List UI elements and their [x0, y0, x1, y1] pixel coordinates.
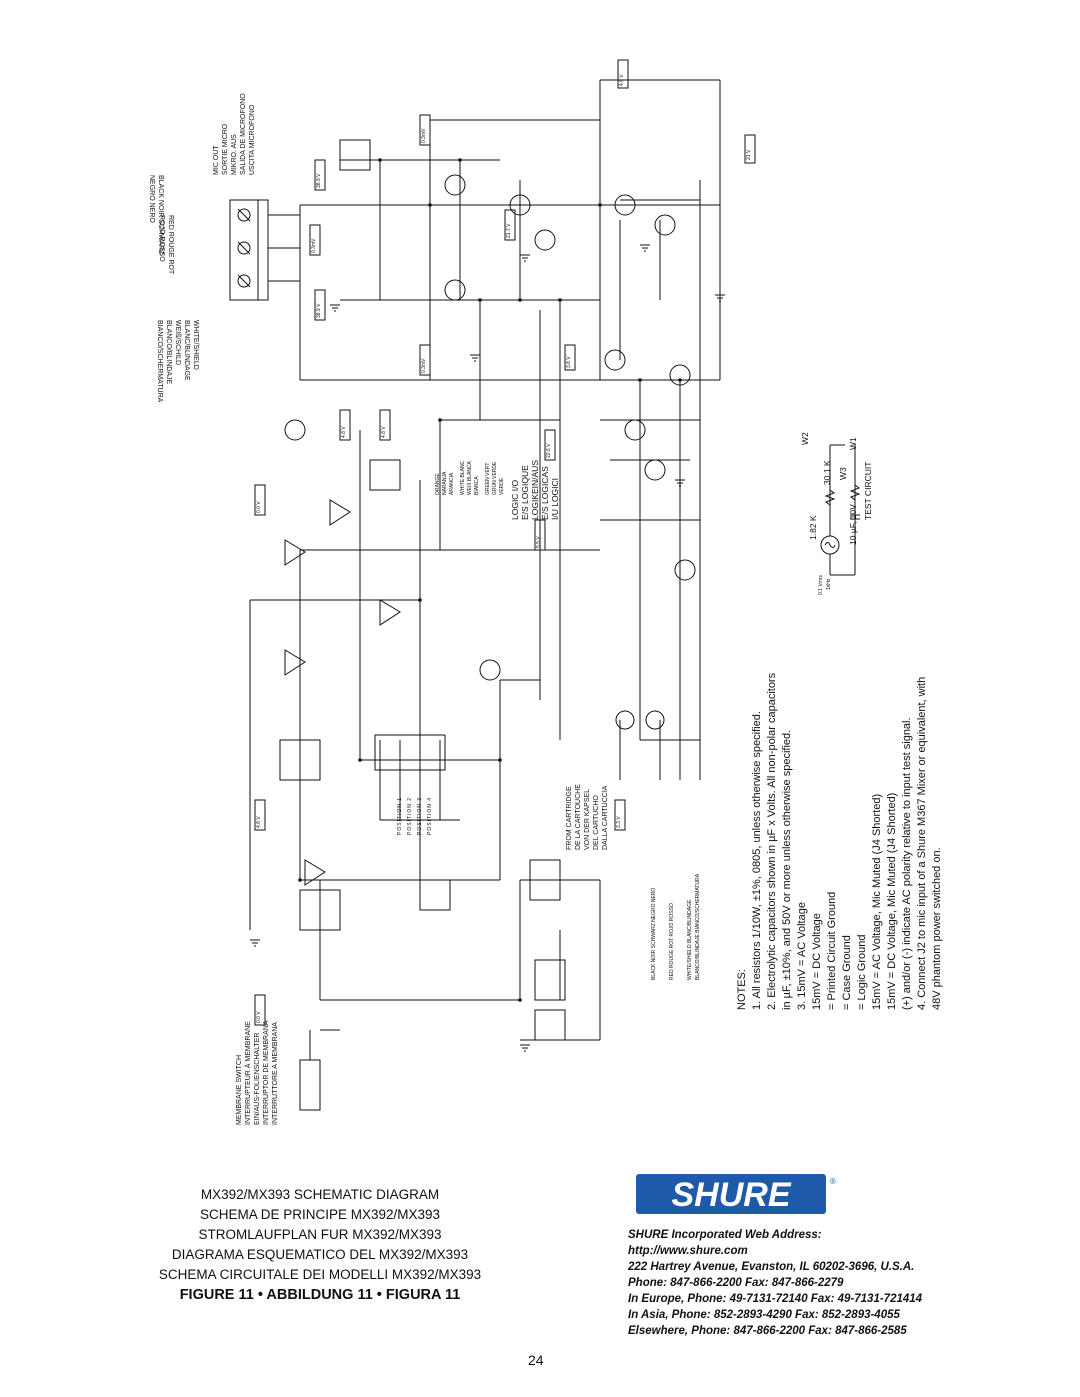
w3-label: W3	[838, 467, 848, 480]
contact-line: In Asia, Phone: 852-2893-4290 Fax: 852-2…	[628, 1309, 900, 1321]
notes-block: NOTES: 1. All resistors 1/10W, ±1%, 0805…	[735, 570, 945, 1010]
voltage-label: 0.3mV	[421, 128, 427, 143]
note-line: = Printed Circuit Ground	[826, 891, 838, 1010]
output-wire-labels: WHITE/SHIELD BLANC/BLINDAGE WEIß/SCHILD …	[156, 320, 199, 403]
title-block: MX392/MX393 SCHEMATIC DIAGRAM SCHEMA DE …	[150, 1185, 490, 1303]
note-line: 4. Connect J2 to mic input of a Shure M3…	[916, 676, 928, 1010]
mic-out-label: MIC OUT SORTIE MICRO MIKRO. AUS SALIDA D…	[213, 93, 256, 175]
voltage-label: 5.5 V	[536, 536, 542, 548]
registered-mark: ®	[830, 1177, 836, 1186]
voltage-label: 4.6 V	[619, 74, 625, 86]
led-color-labels: ORANGE NARANJA ARANCIA WHITE BLANC WEIß …	[435, 460, 505, 495]
voltage-label: 3.3 V	[616, 816, 622, 828]
test-circuit-title: TEST CIRCUIT	[863, 461, 873, 520]
contact-line: SHURE Incorporated Web Address: http://w…	[628, 1229, 822, 1257]
figure-caption: FIGURE 11 • ABBILDUNG 11 • FIGURA 11	[179, 1287, 461, 1303]
title-line: DIAGRAMA ESQUEMATICO DEL MX392/MX393	[171, 1247, 469, 1262]
note-line: 2. Electrolytic capacitors shown in µF x…	[766, 672, 778, 1010]
w2-label: W2	[800, 432, 810, 445]
logic-io-label: LOGIC I/O E/S LOGIQUE LOGIKEIN/AUS E/S L…	[510, 460, 560, 520]
note-line: = Case Ground	[841, 935, 853, 1010]
contact-line: 222 Hartrey Avenue, Evanston, IL 60202-3…	[628, 1261, 915, 1273]
voltage-label: 22.6 V	[546, 443, 552, 458]
note-line: 15mV = AC Voltage, Mic Muted (J4 Shorted…	[871, 793, 883, 1010]
voltage-label: 0.0 V	[256, 1011, 262, 1023]
contact-line: Elsewhere, Phone: 847-866-2200 Fax: 847-…	[628, 1325, 907, 1337]
voltage-label: 4.8 V	[341, 426, 347, 438]
membrane-switch-label: MEMBRANE SWITCH INTERRUPTEUR À MEMBRANE …	[236, 1020, 279, 1126]
note-line: 3. 15mV = AC Voltage	[796, 902, 808, 1010]
note-line: 15mV = DC Voltage, Mic Muted (J4 Shorted…	[886, 792, 898, 1010]
voltage-label: 0.3mV	[311, 238, 317, 253]
note-line: 48V phantom power switched on.	[931, 847, 943, 1010]
logo-text: SHURE	[671, 1176, 791, 1214]
position-labels: POSITION 1 POSITION 2 POSITION 3 POSITIO…	[397, 796, 433, 835]
voltage-label: 4.8 V	[256, 816, 262, 828]
voltage-label: 21 V	[746, 149, 752, 160]
contact-line: In Europe, Phone: 49-7131-72140 Fax: 49-…	[628, 1293, 923, 1305]
notes-heading: NOTES:	[736, 969, 748, 1010]
brand-block: SHURE ® SHURE Incorporated Web Address: …	[628, 1172, 928, 1339]
voltage-label: 4.8 V	[381, 426, 387, 438]
voltage-label: 0.0 V	[256, 501, 262, 513]
note-line: = Logic Ground	[856, 934, 868, 1010]
cartridge-wire-labels: BLACK NOIR SCHWARZ NEGRO NERO RED ROUGE …	[651, 873, 701, 980]
voltage-label: 3.8 V	[566, 356, 572, 368]
title-line: SCHEMA CIRCUITALE DEI MODELLI MX392/MX39…	[158, 1267, 482, 1282]
note-line: in µF, ±10%, and 50V or more unless othe…	[781, 729, 793, 1010]
cartridge-label: FROM CARTRIDGE DE LA CARTOUCHE VON DER K…	[566, 784, 609, 850]
page-number: 24	[528, 1352, 544, 1368]
schematic-diagram: MIC OUT SORTIE MICRO MIKRO. AUS SALIDA D…	[148, 59, 873, 1126]
shure-logo: SHURE ®	[636, 1174, 836, 1214]
resistor-value-2: 1.82 K	[808, 515, 818, 540]
title-line: STROMLAUFPLAN FUR MX392/MX393	[198, 1227, 442, 1242]
logo-background	[636, 1174, 826, 1214]
schematic-wiring	[229, 59, 861, 1111]
contact-info: SHURE Incorporated Web Address: http://w…	[628, 1227, 928, 1339]
note-line: (+) and/or (-) indicate AC polarity rela…	[901, 717, 913, 1010]
black-wire-label: BLACK NOIR SCHWARZ NEGRO NERO	[148, 175, 164, 255]
voltage-label: 21.7 V	[506, 223, 512, 238]
note-line: 1. All resistors 1/10W, ±1%, 0805, unles…	[751, 711, 763, 1010]
title-line: SCHEMA DE PRINCIPE MX392/MX393	[199, 1207, 441, 1222]
w1-label: W1	[848, 437, 858, 450]
title-line: MX392/MX393 SCHEMATIC DIAGRAM	[200, 1187, 440, 1202]
voltage-label: 0.3mV	[421, 358, 427, 373]
resistor-value-1: 30.1 K	[822, 460, 832, 485]
capacitor-value: 10 µF, 10V	[848, 504, 858, 545]
note-line: 15mV = DC Voltage	[811, 913, 823, 1010]
contact-line: Phone: 847-866-2200 Fax: 847-866-2279	[628, 1277, 844, 1289]
voltage-label: 38.9 V	[316, 303, 322, 318]
voltage-label: 38.9 V	[316, 173, 322, 188]
